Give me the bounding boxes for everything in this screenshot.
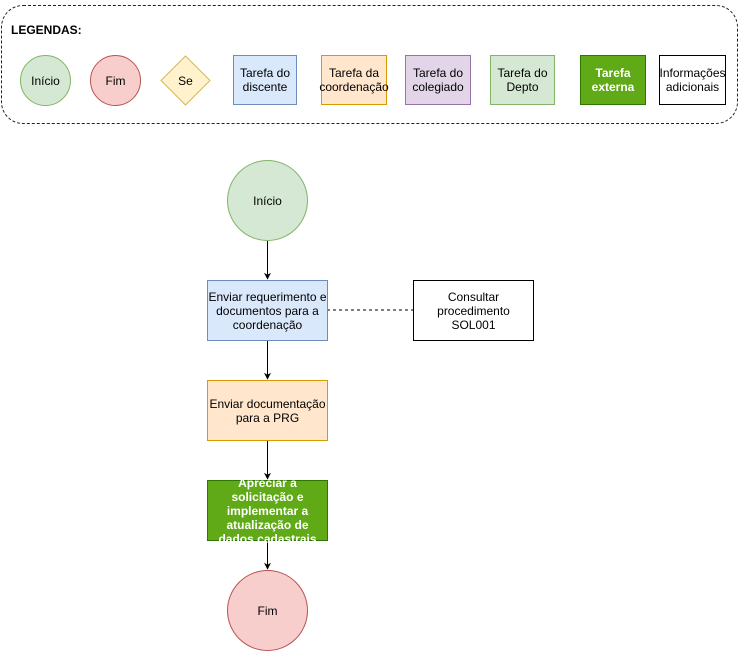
legend-start: Início [20,55,71,106]
legend-depto-label: Tarefa do Depto [497,66,548,94]
legend-colegiado: Tarefa do colegiado [405,55,471,105]
legend-externa-label: Tarefa externa [591,66,635,94]
legend-container [1,5,738,124]
flow-note-sol001: Consultar procedimento SOL001 [413,280,534,341]
legend-depto: Tarefa do Depto [490,55,555,105]
legend-end: Fim [90,55,141,106]
flow-step-send-prg: Enviar documentação para a PRG [207,380,328,441]
flow-start: Início [227,160,308,241]
legend-start-label: Início [31,73,60,88]
legend-title: LEGENDAS: [11,23,82,37]
flow-step-send-request-label: Enviar requerimento e documentos para a … [208,289,327,332]
legend-decision: Se [160,55,211,106]
flow-end-label: Fim [257,603,278,618]
legend-decision-label: Se [178,73,193,88]
legend-externa: Tarefa externa [580,55,646,105]
legend-discente: Tarefa do discente [233,55,297,105]
legend-decision-shape [160,55,211,106]
flow-step-external-label: Apreciar a solicitação e implementar a a… [218,475,317,546]
flow-step-send-request: Enviar requerimento e documentos para a … [207,280,328,341]
legend-info: Informações adicionais [659,55,726,105]
legend-discente-label: Tarefa do discente [239,66,291,94]
legend-colegiado-label: Tarefa do colegiado [412,66,464,94]
legend-end-label: Fim [105,73,126,88]
flow-step-send-prg-label: Enviar documentação para a PRG [209,396,326,425]
legend-coordenacao: Tarefa da coordenação [319,55,389,105]
legend-info-label: Informações adicionais [659,66,726,94]
flow-end: Fim [227,570,308,651]
flow-note-sol001-label: Consultar procedimento SOL001 [437,289,510,332]
flow-start-label: Início [253,193,282,208]
legend-coordenacao-label: Tarefa da coordenação [319,66,389,94]
flow-step-external: Apreciar a solicitação e implementar a a… [207,476,328,546]
